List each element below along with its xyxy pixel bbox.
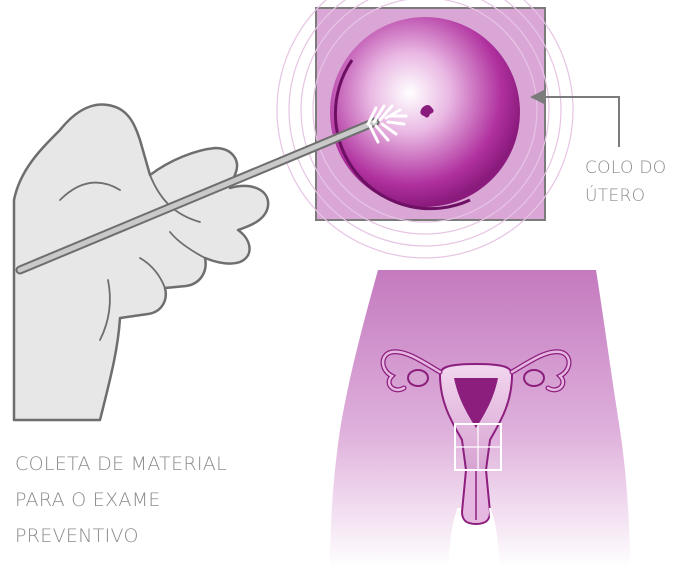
cervix-inset xyxy=(277,0,573,258)
hand xyxy=(14,104,268,420)
caption-line3: PREVENTIVO xyxy=(15,518,227,554)
cervix-label-line2: ÚTERO xyxy=(585,182,666,210)
caption-line1: COLETA DE MATERIAL xyxy=(15,446,227,482)
body-silhouette xyxy=(330,270,630,567)
caption: COLETA DE MATERIAL PARA O EXAME PREVENTI… xyxy=(15,446,227,554)
cervix-label-line1: COLO DO xyxy=(585,154,666,182)
cervix-label: COLO DO ÚTERO xyxy=(585,154,666,210)
ovary-left xyxy=(408,370,428,386)
ovary-right xyxy=(524,370,544,386)
caption-line2: PARA O EXAME xyxy=(15,482,227,518)
